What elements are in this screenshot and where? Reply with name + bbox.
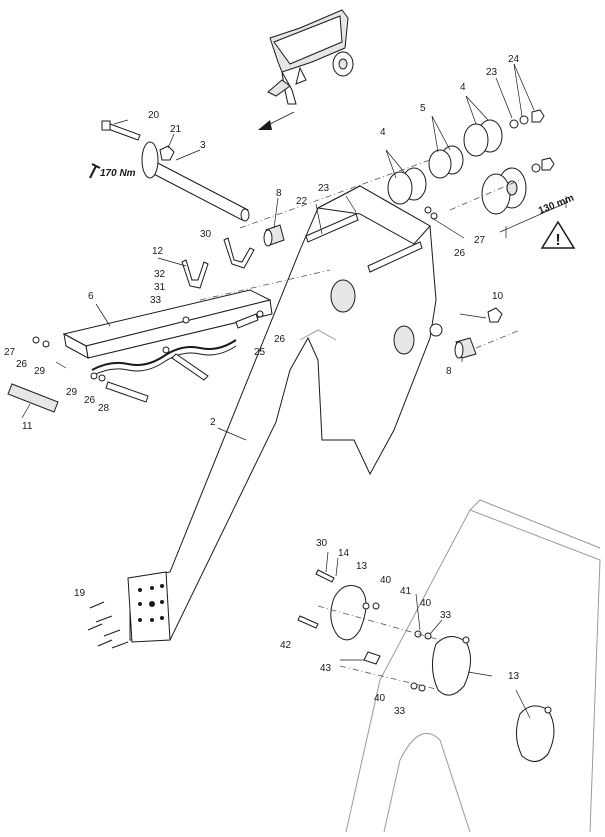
small-washers-left — [32, 310, 264, 382]
callout-20: 20 — [148, 110, 160, 121]
assembly-center-lines — [199, 159, 521, 691]
callout-28: 28 — [98, 403, 110, 414]
callout-31: 31 — [154, 282, 166, 293]
callout-13-lower: 13 — [508, 671, 520, 682]
direction-arrow — [258, 111, 295, 130]
callout-26-right: 26 — [454, 248, 466, 259]
callout-32: 32 — [154, 269, 166, 280]
machine-thumbnail — [267, 9, 354, 105]
cover-part-13-lower — [516, 705, 555, 762]
rubber-damper-part-4-left — [387, 167, 427, 205]
bolt-part-30-lower — [315, 569, 335, 583]
callout-26-bar: 26 — [274, 334, 286, 345]
torque-wrench-icon — [89, 163, 101, 179]
bar-part-6 — [62, 289, 273, 377]
callout-25: 25 — [254, 347, 266, 358]
bolt-lower-bar — [171, 353, 209, 381]
leader-lines — [21, 63, 535, 719]
callout-27-left: 27 — [4, 347, 16, 358]
callout-40-upper: 40 — [380, 575, 392, 586]
bushing-part-8-lower — [454, 337, 477, 359]
end-plate-holes — [138, 584, 164, 622]
callout-43: 43 — [320, 663, 332, 674]
callout-8-upper: 8 — [276, 188, 282, 199]
callout-23-beam: 23 — [318, 183, 330, 194]
callout-4-left: 4 — [380, 127, 386, 138]
callout-41: 41 — [400, 586, 412, 597]
callout-24: 24 — [508, 54, 520, 65]
callout-22: 22 — [296, 196, 308, 207]
callout-30-upper: 30 — [200, 229, 212, 240]
bolt-part-20 — [101, 120, 141, 141]
callout-4-right: 4 — [460, 82, 466, 93]
callout-40-lower: 40 — [374, 693, 386, 704]
callout-11: 11 — [22, 421, 33, 432]
callout-40-middle: 40 — [420, 598, 432, 609]
bolt-part-through-beam — [367, 241, 423, 273]
ghost-beam-outline — [345, 499, 601, 833]
callout-21: 21 — [170, 124, 182, 135]
cover-part-13-middle — [432, 636, 471, 696]
callout-14: 14 — [338, 548, 350, 559]
pin-part-43 — [363, 651, 381, 665]
callout-labels: 20 21 3 8 23 22 12 30 32 31 33 6 27 26 2… — [4, 54, 520, 717]
callout-33-lower: 33 — [394, 706, 406, 717]
washers-part-40-41 — [362, 602, 432, 692]
callout-19: 19 — [74, 588, 86, 599]
callout-26-left: 26 — [16, 359, 28, 370]
warning-symbol: ! — [555, 232, 560, 249]
callout-5: 5 — [420, 103, 426, 114]
callout-33-upper: 33 — [150, 295, 162, 306]
callout-33-middle: 33 — [440, 610, 452, 621]
shaft-part-3 — [141, 141, 250, 222]
bolt-part-22 — [305, 213, 359, 243]
callout-23-right: 23 — [486, 67, 498, 78]
rubber-damper-part-4-right — [463, 119, 503, 157]
main-beam-part-2 — [127, 185, 443, 643]
warning-triangle-icon: ! — [540, 220, 576, 249]
bolts-part-19 — [87, 601, 129, 649]
callout-42: 42 — [280, 640, 292, 651]
grease-nipple-part-10 — [459, 307, 503, 323]
dimension-line — [499, 196, 569, 238]
callout-27-right: 27 — [474, 235, 486, 246]
bolt-part-25 — [235, 313, 259, 329]
callout-6: 6 — [88, 291, 94, 302]
callout-12: 12 — [152, 246, 164, 257]
bolt-part-42 — [297, 615, 319, 629]
callout-2: 2 — [210, 417, 216, 428]
callout-29-left: 29 — [34, 366, 46, 377]
cover-part-13-upper — [330, 585, 367, 641]
bolt-part-28 — [105, 381, 149, 403]
callout-10: 10 — [492, 291, 504, 302]
callout-30-lower: 30 — [316, 538, 328, 549]
torque-spec: 170 Nm — [100, 168, 136, 179]
callout-13-upper: 13 — [356, 561, 368, 572]
bushing-part-8-upper — [263, 224, 285, 247]
callout-26-lower: 26 — [84, 395, 96, 406]
plate-part-11 — [7, 383, 59, 413]
callout-8-lower: 8 — [446, 366, 452, 377]
nut-part-21 — [159, 145, 175, 161]
dimension-value: 130 mm — [537, 193, 576, 217]
rubber-damper-lower — [481, 167, 527, 215]
callout-29-lower: 29 — [66, 387, 78, 398]
callout-3: 3 — [200, 140, 206, 151]
rubber-damper-part-5 — [428, 145, 464, 179]
bracket-part-12 — [181, 237, 255, 289]
